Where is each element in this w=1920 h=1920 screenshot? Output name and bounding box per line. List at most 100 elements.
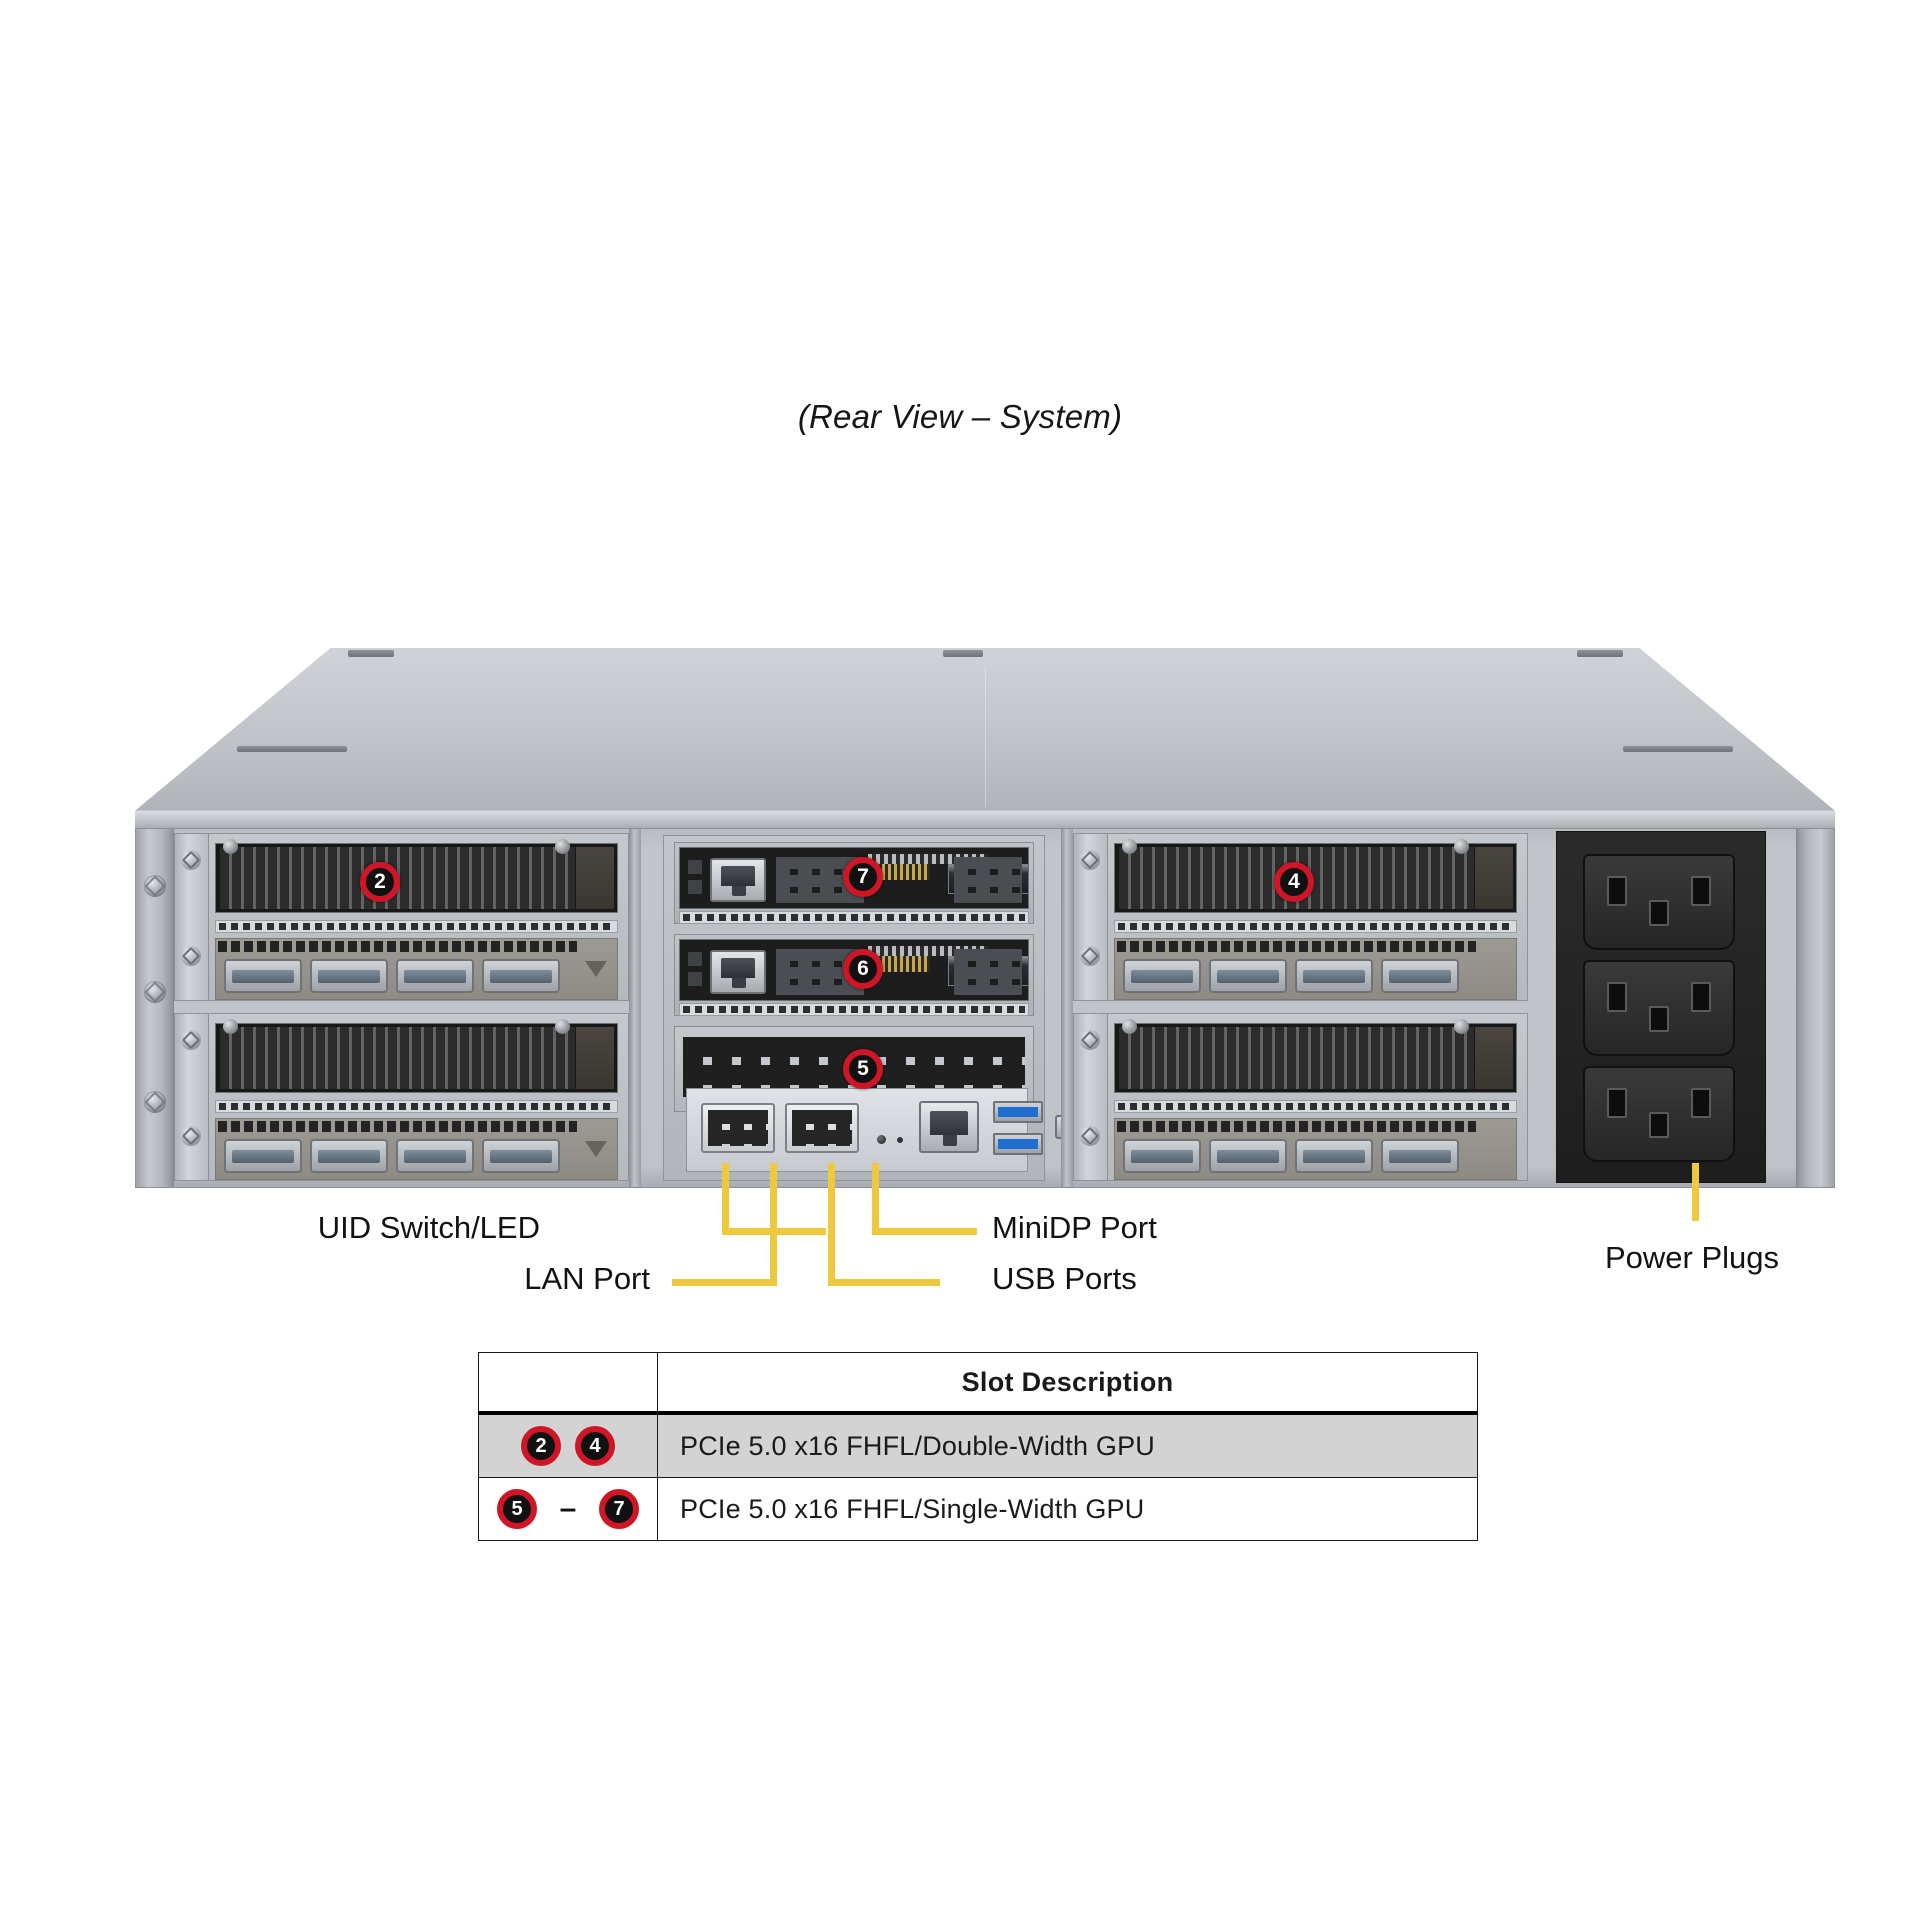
gpu-dp-connector-4[interactable] [482,1139,560,1173]
gpu-dp-connector-2[interactable] [1209,1139,1287,1173]
table-header-row: Slot Description [478,1352,1478,1415]
gpu-dp-connector-3[interactable] [1295,1139,1373,1173]
gpu-bay-left-lower[interactable] [174,1013,629,1181]
vent-screw-left[interactable] [223,839,238,854]
gpu-vent-grille [215,843,618,913]
page-title: (Rear View – System) [797,398,1123,435]
rail-screw-left-mid[interactable] [144,981,166,1003]
table-cell-badges: 5 – 7 [478,1477,658,1541]
power-plug-inlet-2[interactable] [1583,960,1735,1056]
gpu-dp-connector-2[interactable] [310,1139,388,1173]
riser-cage: 7 6 [663,835,1091,1181]
lan-port[interactable] [919,1101,979,1153]
riser-component-grid-right [954,857,1022,903]
gpu-power-connector-1[interactable] [701,1103,775,1153]
bay-thumbscrew-top[interactable] [1080,1030,1100,1050]
gpu-dp-connector-4[interactable] [482,959,560,993]
gpu-dp-connector-1[interactable] [224,959,302,993]
power-plug-inlet-1[interactable] [1583,854,1735,950]
rail-screw-left-top[interactable] [144,875,166,897]
callout-label-uid-switch-led: UID Switch/LED [317,1210,540,1245]
gpu-bay-rail [175,1014,209,1180]
vent-slats [220,1027,575,1089]
leader-uid-vertical [722,1163,729,1235]
vent-screw-right[interactable] [1454,1019,1469,1034]
gpu-connector-shelf [1114,1118,1517,1180]
bay-thumbscrew-bottom[interactable] [1080,946,1100,966]
table-cell-description: PCIe 5.0 x16 FHFL/Double-Width GPU [657,1412,1478,1478]
riser-led-indicators [688,860,702,900]
warning-triangle-icon [585,1141,607,1157]
gpu-dp-connector-4[interactable] [1381,959,1459,993]
gpu-dp-connector-1[interactable] [224,1139,302,1173]
bay-thumbscrew-bottom[interactable] [181,1126,201,1146]
leader-lan-vertical [770,1163,777,1286]
gpu-bay-right-lower[interactable] [1073,1013,1528,1181]
gpu-dp-connector-2[interactable] [310,959,388,993]
riser-rj45-port[interactable] [710,950,766,994]
table-header-slot-description: Slot Description [657,1352,1478,1415]
vent-screw-left[interactable] [1122,1019,1137,1034]
usb-port-top[interactable] [993,1101,1043,1123]
perforated-strip [215,920,618,933]
gpu-vent-grille [1114,1023,1517,1093]
cover-tab-right [1576,650,1623,657]
table-header-blank-cell [478,1352,658,1415]
gpu-dp-connector-1[interactable] [1123,1139,1201,1173]
gpu-vent-grille [1114,843,1517,913]
vent-blank-plate [1475,1027,1513,1089]
bay-thumbscrew-top[interactable] [1080,850,1100,870]
vent-screw-left[interactable] [223,1019,238,1034]
gpu-bay-left-upper[interactable]: 2 [174,833,629,1001]
gpu-dp-connector-2[interactable] [1209,959,1287,993]
bay-thumbscrew-bottom[interactable] [181,946,201,966]
table-cell-badges: 2 4 [478,1412,658,1478]
riser-led-indicators [688,952,702,992]
gpu-bay-rail [1074,1014,1108,1180]
vent-blank-plate [1475,847,1513,909]
leader-power-vertical [1692,1163,1699,1221]
power-supply-module [1540,829,1798,1187]
riser-slot-6[interactable]: 6 [674,934,1034,1016]
riser-rj45-port[interactable] [710,858,766,902]
chassis-rail-right [1796,829,1834,1187]
shelf-vent-teeth [1117,941,1476,952]
chassis-divider-left [629,829,641,1187]
bay-thumbscrew-top[interactable] [181,850,201,870]
server-chassis-rear-view: 2 [135,648,1835,1188]
gpu-bay-right-upper[interactable]: 4 [1073,833,1528,1001]
bay-thumbscrew-bottom[interactable] [1080,1126,1100,1146]
riser-component-grid-right [954,949,1022,995]
slot-badge-6: 6 [843,949,883,989]
callout-label-usb-ports: USB Ports [992,1261,1137,1296]
shelf-vent-teeth [1117,1121,1476,1132]
riser-card-7 [679,847,1029,909]
usb-port-bottom[interactable] [993,1133,1043,1155]
gpu-connector-shelf [215,1118,618,1180]
uid-switch-button[interactable] [877,1135,886,1144]
vent-blank-plate [576,847,614,909]
gpu-dp-connector-3[interactable] [396,1139,474,1173]
io-panel [686,1088,1091,1172]
cover-tab-center [942,650,983,657]
vent-screw-right[interactable] [555,1019,570,1034]
power-plug-inlet-3[interactable] [1583,1066,1735,1162]
gpu-bay-rail [175,834,209,1000]
gpu-dp-connector-4[interactable] [1381,1139,1459,1173]
gpu-vent-grille [215,1023,618,1093]
vent-screw-right[interactable] [555,839,570,854]
cover-tab-left [347,650,394,657]
gpu-dp-connector-1[interactable] [1123,959,1201,993]
leader-lan-horizontal [672,1279,777,1286]
gpu-dp-connector-3[interactable] [396,959,474,993]
vent-screw-left[interactable] [1122,839,1137,854]
vent-screw-right[interactable] [1454,839,1469,854]
perforated-strip [215,1100,618,1113]
riser-slot-7[interactable]: 7 [674,842,1034,924]
bay-thumbscrew-top[interactable] [181,1030,201,1050]
slot-badge-2: 2 [360,862,400,902]
gpu-dp-connector-3[interactable] [1295,959,1373,993]
rail-screw-left-bottom[interactable] [144,1091,166,1113]
chassis-divider-right [1061,829,1073,1187]
gpu-power-connector-2[interactable] [785,1103,859,1153]
